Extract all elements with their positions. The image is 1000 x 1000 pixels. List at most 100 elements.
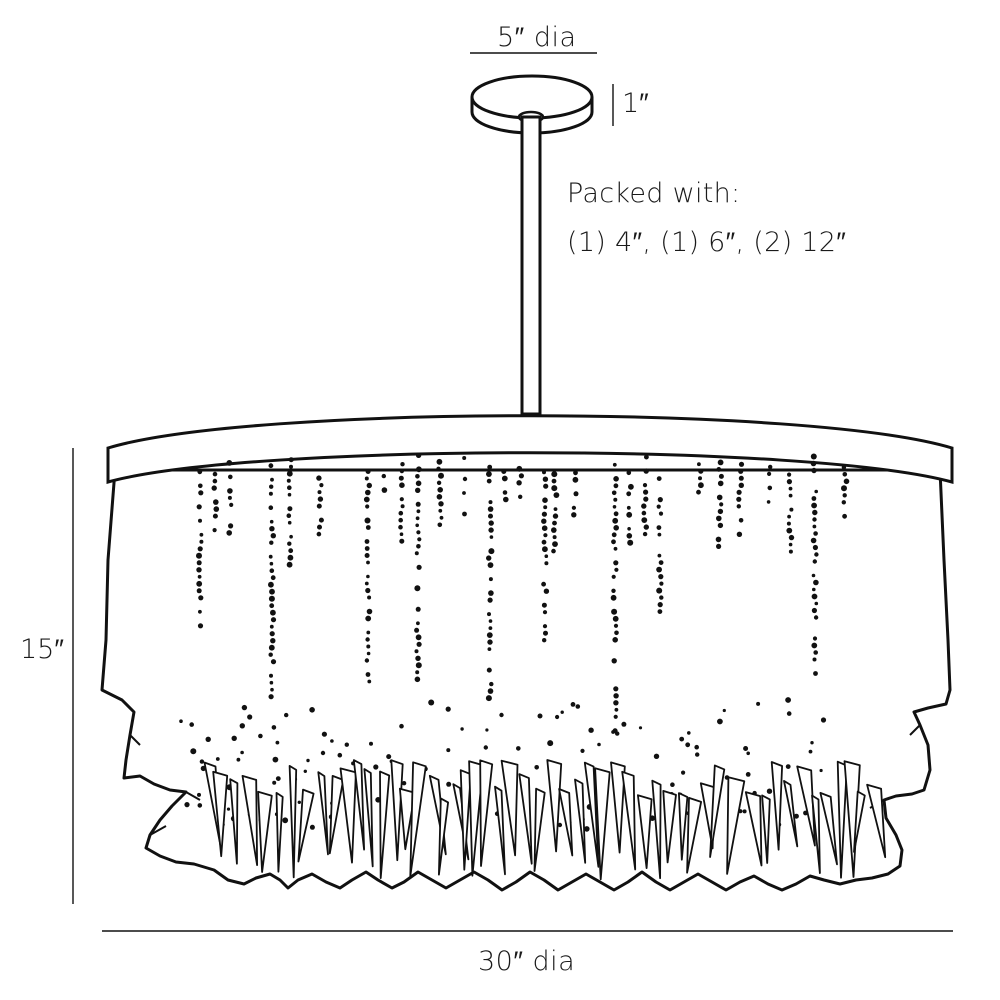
bead-dot bbox=[614, 630, 619, 636]
bead-dot bbox=[626, 470, 632, 476]
bead-dot bbox=[228, 474, 233, 480]
crystal-shard bbox=[853, 790, 866, 853]
bead-dot bbox=[503, 496, 509, 503]
bead-dot bbox=[197, 803, 203, 808]
crystal-shard bbox=[479, 759, 494, 867]
bead-dot bbox=[812, 509, 818, 516]
bead-dot bbox=[698, 482, 704, 489]
bead-dot bbox=[656, 525, 662, 530]
bead-dot bbox=[820, 717, 827, 723]
bead-dot bbox=[643, 489, 649, 495]
bead-dot bbox=[787, 472, 792, 477]
bead-dot bbox=[543, 588, 550, 594]
bead-dot bbox=[487, 639, 493, 645]
bead-dot bbox=[736, 504, 741, 509]
bead-dot bbox=[386, 754, 392, 760]
bead-dot bbox=[642, 531, 648, 537]
bead-dot bbox=[499, 712, 504, 718]
bead-dot bbox=[330, 739, 334, 743]
bead-dot bbox=[268, 595, 275, 602]
bead-dot bbox=[198, 483, 203, 489]
bead-dot bbox=[199, 539, 204, 544]
bead-dot bbox=[788, 486, 793, 491]
bead-dot bbox=[552, 513, 559, 519]
bead-dot bbox=[580, 748, 585, 754]
bead-dot bbox=[766, 500, 771, 504]
bead-dot bbox=[555, 714, 560, 720]
bead-dot bbox=[611, 608, 618, 615]
crystal-shard bbox=[438, 797, 449, 876]
bead-dot bbox=[767, 485, 773, 491]
bead-dot bbox=[297, 800, 301, 804]
bead-dot bbox=[842, 493, 847, 498]
bead-dot bbox=[414, 649, 419, 654]
bead-dot bbox=[657, 497, 663, 503]
bead-dot bbox=[289, 464, 293, 469]
bead-dot bbox=[716, 515, 722, 522]
bead-dot bbox=[226, 807, 231, 811]
bead-dot bbox=[626, 505, 631, 510]
bead-dot bbox=[366, 574, 370, 579]
bead-dot bbox=[317, 490, 322, 495]
bead-dot bbox=[437, 522, 443, 528]
bead-dot bbox=[543, 533, 548, 538]
bead-dot bbox=[196, 588, 202, 594]
bead-dot bbox=[211, 485, 217, 491]
bead-dot bbox=[657, 609, 663, 614]
bead-dot bbox=[272, 780, 277, 785]
bead-dot bbox=[819, 768, 823, 773]
bead-dot bbox=[446, 781, 452, 787]
bead-dot bbox=[687, 731, 691, 735]
bead-dot bbox=[488, 513, 493, 519]
bead-dot bbox=[489, 681, 494, 687]
crystal-shard bbox=[390, 759, 404, 862]
bead-dot bbox=[656, 587, 663, 594]
bead-dot bbox=[309, 707, 315, 713]
bead-dot bbox=[363, 496, 370, 503]
bead-dot bbox=[793, 813, 799, 819]
bead-dot bbox=[553, 507, 558, 511]
crystal-shard bbox=[574, 778, 587, 864]
bead-dot bbox=[460, 727, 464, 731]
bead-dot bbox=[197, 574, 202, 579]
bead-dot bbox=[416, 530, 421, 535]
bead-dot bbox=[270, 687, 274, 692]
bead-dot bbox=[488, 520, 494, 526]
overall-diameter-label: 30″ dia bbox=[478, 946, 576, 977]
bead-dot bbox=[364, 546, 370, 551]
bead-dot bbox=[271, 725, 277, 730]
bead-dot bbox=[626, 511, 633, 518]
bead-dot bbox=[811, 467, 817, 474]
bead-dot bbox=[611, 658, 617, 664]
bead-dot bbox=[814, 601, 819, 606]
bead-dot bbox=[415, 634, 422, 641]
bead-dot bbox=[205, 736, 211, 742]
bead-dot bbox=[462, 476, 468, 482]
bead-dot bbox=[679, 736, 685, 742]
bead-dot bbox=[365, 469, 371, 474]
bead-dot bbox=[542, 497, 548, 504]
bead-dot bbox=[486, 471, 492, 477]
bead-dot bbox=[812, 636, 818, 641]
bead-dot bbox=[269, 568, 275, 573]
bead-dot bbox=[738, 518, 744, 523]
bead-dot bbox=[398, 510, 404, 516]
bead-dot bbox=[613, 546, 618, 551]
crystal-shard bbox=[651, 779, 662, 880]
bead-dot bbox=[269, 603, 275, 609]
bead-dot bbox=[611, 588, 616, 593]
bead-dot bbox=[268, 491, 273, 496]
bead-dot bbox=[738, 468, 744, 474]
bead-dot bbox=[768, 464, 773, 470]
down-rod bbox=[517, 110, 545, 416]
bead-dot bbox=[269, 540, 274, 545]
bead-dot bbox=[227, 495, 232, 500]
bead-dot bbox=[415, 516, 420, 521]
bead-dot bbox=[613, 686, 619, 692]
bead-dot bbox=[399, 482, 405, 489]
bead-dot bbox=[321, 731, 327, 737]
bead-dot bbox=[518, 494, 523, 499]
crystal-shard bbox=[212, 770, 229, 858]
bead-dot bbox=[439, 515, 444, 520]
bead-dot bbox=[366, 630, 371, 635]
